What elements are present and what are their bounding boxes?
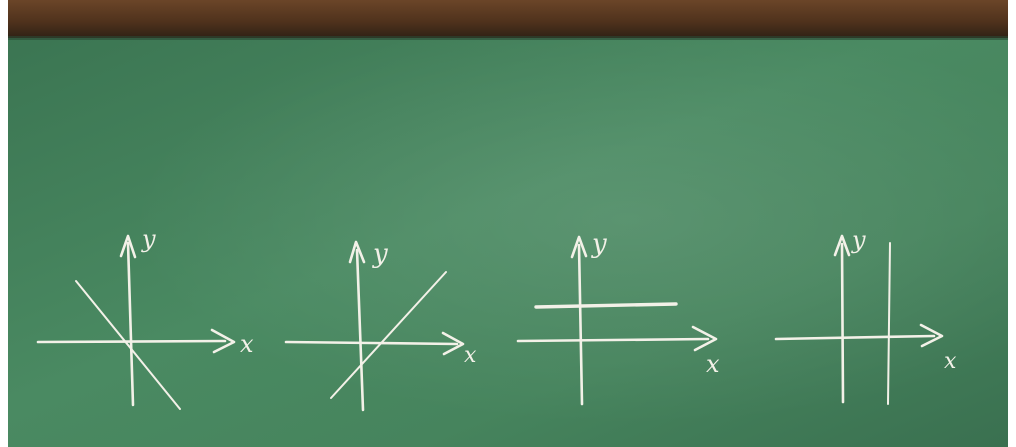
photo-margin xyxy=(0,0,8,447)
graph-4-y-axis xyxy=(842,244,843,402)
board-frame xyxy=(8,0,1008,38)
graph-4-y-label: y xyxy=(851,226,866,254)
graph-1-y-label: y xyxy=(141,225,156,253)
graph-2-y-label: y xyxy=(372,239,388,269)
frame-shadow xyxy=(8,36,1008,40)
graph-2-x-label: x xyxy=(464,343,477,368)
graph-3-y-label: y xyxy=(591,229,607,259)
graph-4-x-label: x xyxy=(944,349,957,374)
graph-3-x-label: x xyxy=(706,350,720,378)
graph-1-x-label: x xyxy=(240,330,254,358)
photo-margin-right xyxy=(1008,0,1016,447)
